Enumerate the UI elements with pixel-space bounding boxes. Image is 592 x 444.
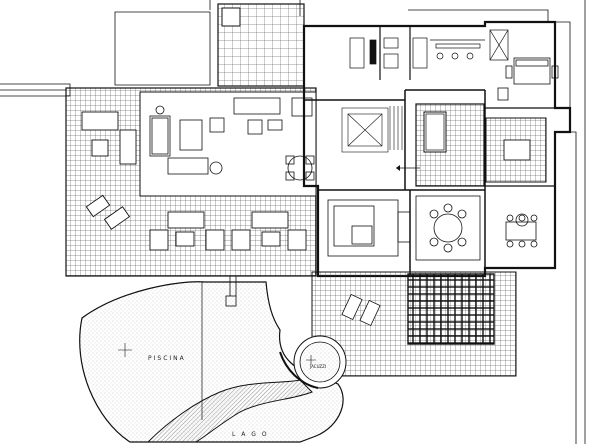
house-walls [302,20,572,278]
entry-courtyard [217,3,305,87]
pool-deck-edge [225,276,237,307]
hot-tub-label: JACUZZI [309,364,326,369]
bath-fixtures [349,29,509,69]
bedroom [497,57,559,101]
pool-label: PISCINA [148,355,186,362]
lake-water [146,351,319,443]
lake-label: L A G O [232,431,269,438]
dining-room [327,195,538,261]
terrace-furniture [81,111,307,251]
pool [79,281,347,443]
living-room-furniture [149,97,315,181]
kitchen [415,103,547,187]
staircase [341,106,403,153]
level-marker-icons [118,343,316,365]
